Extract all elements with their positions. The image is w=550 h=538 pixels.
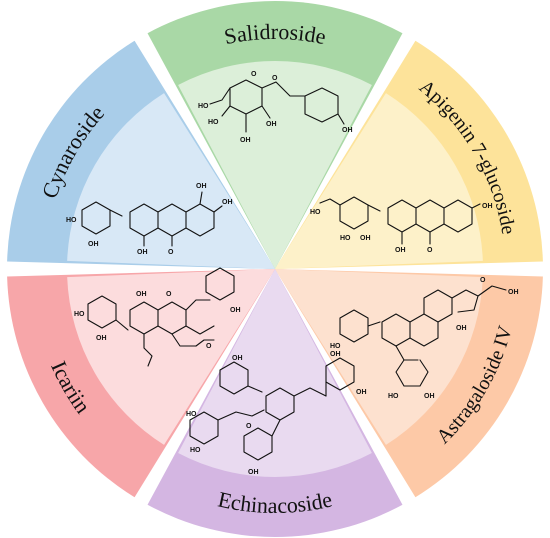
atom-label: O — [246, 423, 252, 430]
astragaloside-iv-structure: OH O OH HO HO OH — [330, 277, 519, 400]
atom-label: OH — [137, 249, 148, 256]
atom-label: OH — [230, 307, 241, 314]
wheel-rings — [7, 1, 543, 537]
atom-label: HO — [340, 235, 351, 242]
echinacoside-structure: OH OH HO HO OH OH O — [186, 351, 367, 476]
atom-label: OH — [196, 183, 207, 190]
atom-label: OH — [360, 235, 371, 242]
icariin-structure: OH O O HO OH OH — [74, 267, 241, 367]
segment-inner-cynaroside — [67, 93, 275, 269]
atom-label: HO — [198, 103, 209, 110]
atom-label: HO — [208, 119, 219, 126]
atom-label: HO — [330, 343, 341, 350]
atom-label: HO — [66, 217, 77, 224]
atom-label: HO — [186, 411, 197, 418]
atom-label: OH — [136, 291, 147, 298]
atom-label: O — [272, 75, 278, 82]
atom-label: O — [251, 71, 257, 78]
atom-label: OH — [222, 199, 233, 206]
atom-label: O — [427, 247, 433, 254]
atom-label: OH — [342, 127, 353, 134]
segment-inner-astragaloside — [275, 269, 483, 445]
atom-label: OH — [266, 121, 277, 128]
cynaroside-structure: OH OH OH O HO OH — [66, 183, 233, 256]
atom-label: O — [480, 277, 486, 284]
atom-label: O — [206, 343, 212, 350]
atom-label: OH — [482, 203, 493, 210]
atom-label: OH — [330, 351, 341, 358]
atom-label: O — [166, 291, 172, 298]
atom-label: OH — [395, 247, 406, 254]
atom-label: OH — [424, 393, 435, 400]
atom-label: HO — [74, 311, 85, 318]
segment-inner-salidroside — [178, 61, 372, 270]
salidroside-structure: HO HO OH OH OH O O — [198, 71, 353, 144]
atom-label: O — [168, 249, 174, 256]
segment-inner-echinacoside — [178, 269, 372, 478]
atom-label: OH — [96, 335, 107, 342]
atom-label: HO — [388, 393, 399, 400]
atom-label: OH — [88, 241, 99, 248]
atom-label: OH — [456, 325, 467, 332]
atom-label: OH — [248, 469, 259, 476]
segment-inner-apigenin — [275, 93, 483, 269]
apigenin-7-glucoside-structure: OH OH O HO HO OH — [310, 196, 493, 254]
atom-label: OH — [356, 389, 367, 396]
atom-label: OH — [232, 355, 243, 362]
atom-label: HO — [190, 447, 201, 454]
segment-inner-icariin — [67, 269, 275, 445]
atom-label: OH — [240, 137, 251, 144]
atom-label: HO — [310, 209, 321, 216]
atom-label: OH — [508, 289, 519, 296]
